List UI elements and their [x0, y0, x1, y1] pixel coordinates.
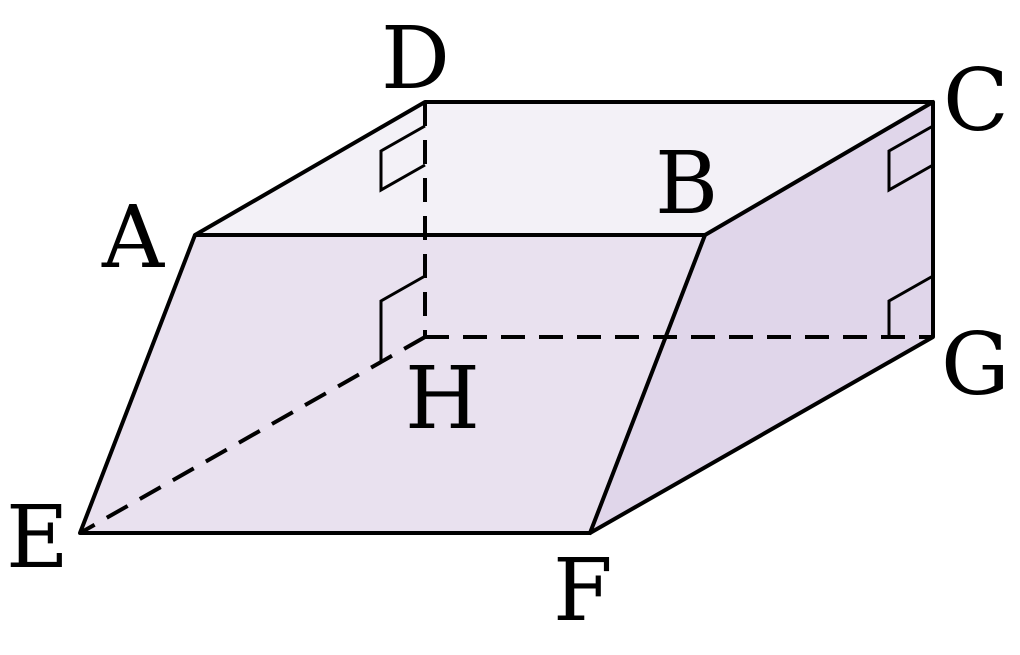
front-face: [80, 235, 705, 533]
right-angle-mark-C: [887, 124, 934, 193]
vertex-label-F: F: [553, 541, 613, 641]
vertex-label-E: E: [6, 488, 69, 588]
right-angle-mark-H: [379, 274, 426, 362]
hidden-edge-HE: [79, 335, 426, 535]
vertex-label-H: H: [405, 349, 480, 449]
vertex-label-G: G: [941, 315, 1010, 415]
vertex-label-D: D: [381, 9, 450, 109]
visible-edge-BF: [588, 233, 707, 535]
right-angle-mark-G: [887, 274, 934, 337]
right-angle-mark-D: [379, 124, 426, 193]
top-face: [195, 102, 933, 235]
vertex-label-B: B: [655, 134, 718, 234]
side-face: [590, 102, 933, 533]
vertex-label-C: C: [943, 51, 1009, 151]
vertex-label-A: A: [101, 188, 165, 288]
